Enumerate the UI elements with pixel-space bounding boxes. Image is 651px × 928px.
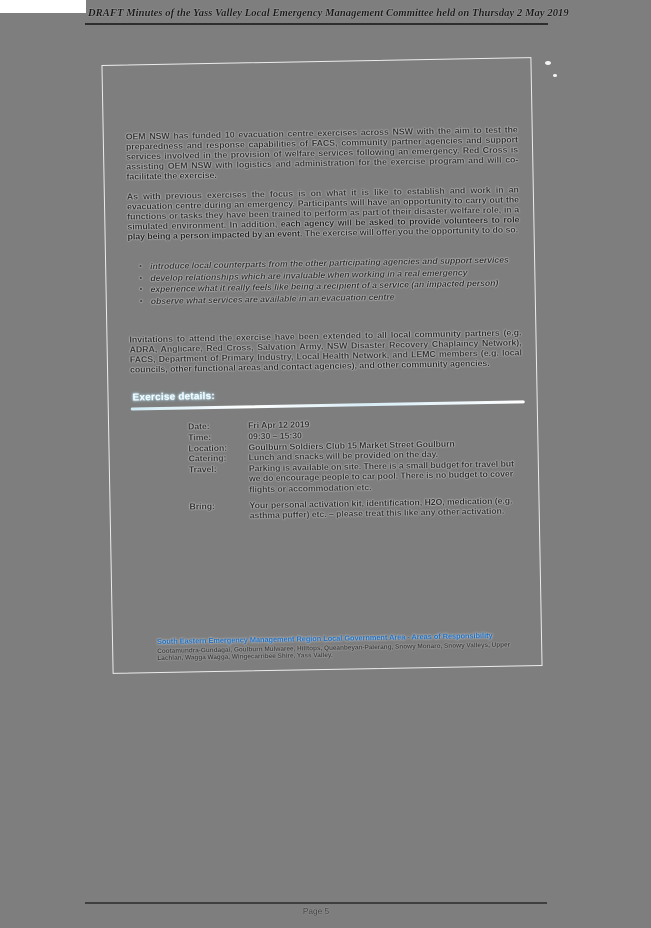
bullet-icon: ▪: [139, 296, 143, 306]
detail-label: Location:: [188, 442, 228, 454]
detail-label: Catering:: [188, 453, 227, 464]
region-responsibility-note: South Eastern Emergency Management Regio…: [157, 631, 535, 663]
page-number: Page 5: [302, 906, 330, 916]
detail-label: Travel:: [188, 464, 217, 475]
exercise-details-heading: Exercise details:: [132, 390, 215, 404]
paragraph-exercise-focus: As with previous exercises the focus is …: [127, 184, 520, 242]
table-row: Travel: Parking is available on site. Th…: [189, 459, 520, 496]
scan-corner-patch: [0, 0, 86, 13]
exercise-details-table: Date: Fri Apr 12 2019 Time: 09:30 – 15:3…: [188, 415, 520, 522]
scanned-document-page: OEM NSW has funded 10 evacuation centre …: [101, 57, 543, 674]
bullet-list: ▪ introduce local counterparts from the …: [139, 254, 522, 307]
table-row: Bring: Your personal activation kit, ide…: [189, 495, 519, 522]
paragraph-invitations: Invitations to attend the exercise have …: [129, 327, 522, 375]
bullet-icon: ▪: [139, 284, 143, 294]
bullet-icon: ▪: [139, 272, 143, 282]
paragraph-exercise-funding: OEM NSW has funded 10 evacuation centre …: [125, 124, 519, 182]
detail-value: Parking is available on site. There is a…: [248, 458, 514, 495]
footer-divider: [85, 902, 547, 904]
detail-label: Date:: [188, 421, 210, 432]
detail-value: Your personal activation kit, identifica…: [249, 495, 513, 521]
detail-label: Bring:: [189, 501, 215, 512]
bullet-icon: ▪: [139, 261, 142, 271]
document-header-title: DRAFT Minutes of the Yass Valley Local E…: [88, 8, 569, 19]
scan-speck: [545, 61, 551, 65]
detail-label: Time:: [188, 431, 212, 443]
scan-speck: [553, 74, 557, 77]
paragraph-text: The exercise will offer you the opportun…: [302, 224, 519, 239]
header-divider: [85, 23, 548, 25]
